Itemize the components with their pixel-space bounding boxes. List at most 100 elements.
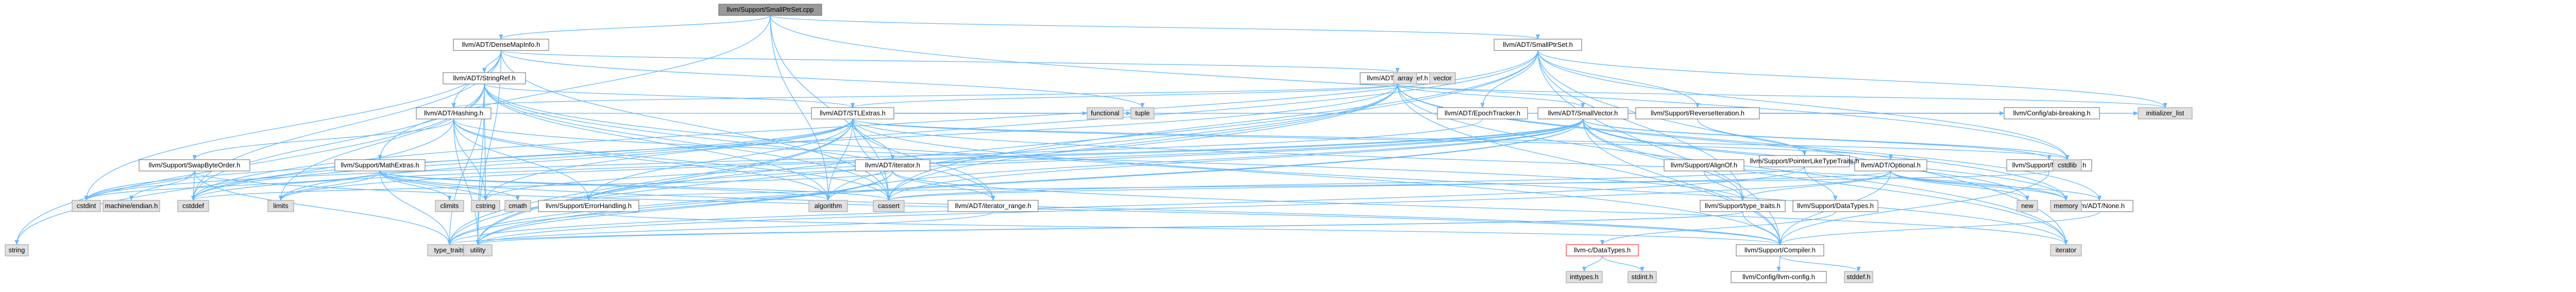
edge-root-to-densemap bbox=[499, 15, 771, 40]
node-label: llvm/Support/ReverseIteration.h bbox=[1651, 109, 1744, 117]
node-llvmconfig[interactable]: llvm/Config/llvm-config.h bbox=[1731, 271, 1827, 283]
node-errhandling[interactable]: llvm/Support/ErrorHandling.h bbox=[538, 200, 639, 212]
node-smallvector[interactable]: llvm/ADT/SmallVector.h bbox=[1537, 107, 1629, 119]
edge-smallptrset-to-cstdlib bbox=[1537, 50, 2070, 160]
node-smallptrset[interactable]: llvm/ADT/SmallPtrSet.h bbox=[1494, 39, 1582, 51]
edge-epoch-to-cstdint bbox=[84, 118, 1483, 201]
node-stdint: stdint.h bbox=[1628, 271, 1657, 283]
node-mathextras[interactable]: llvm/Support/MathExtras.h bbox=[334, 159, 426, 171]
node-box bbox=[1792, 200, 1878, 212]
edge-hashing-to-utility bbox=[453, 118, 480, 245]
edge-arrayref-to-memory bbox=[1397, 83, 2068, 201]
node-initlist: initializer_list bbox=[2138, 107, 2193, 119]
edge-smallvector-to-typetraits bbox=[1582, 118, 1745, 201]
edge-root-to-cstdlib bbox=[770, 15, 2070, 160]
node-box bbox=[855, 159, 930, 171]
node-machendian: machine/endian.h bbox=[103, 200, 160, 212]
node-box bbox=[2050, 200, 2082, 212]
node-label: iterator bbox=[2056, 246, 2077, 254]
node-box bbox=[1628, 271, 1657, 283]
node-cassert: cassert bbox=[873, 200, 905, 212]
node-datatypes[interactable]: llvm/Support/DataTypes.h bbox=[1792, 200, 1878, 212]
node-abibreaking[interactable]: llvm/Config/abi-breaking.h bbox=[2004, 107, 2100, 119]
node-box bbox=[1844, 271, 1873, 283]
node-vector: vector bbox=[1429, 72, 1456, 84]
node-label: vector bbox=[1433, 74, 1452, 82]
edge-memalloc-to-compiler bbox=[1778, 170, 2050, 245]
node-ptrlike[interactable]: llvm/Support/PointerLikeTypeTraits.h bbox=[1750, 155, 1859, 167]
node-box bbox=[177, 200, 209, 212]
node-root[interactable]: llvm/Support/SmallPtrSet.cpp bbox=[718, 4, 822, 16]
edge-alignof-to-typetraits bbox=[1703, 170, 1745, 201]
node-label: llvm/Config/abi-breaking.h bbox=[2013, 109, 2090, 117]
node-cstring: cstring bbox=[471, 200, 500, 212]
edge-typetraits-to-utility bbox=[476, 211, 1743, 245]
edge-stlextras-to-algorithm bbox=[826, 118, 853, 201]
node-new: new bbox=[2016, 200, 2038, 212]
node-array: array bbox=[1393, 72, 1417, 84]
node-none[interactable]: llvm/ADT/None.h bbox=[2065, 200, 2133, 212]
edge-typetraits-to-compiler bbox=[1742, 211, 1782, 245]
node-memory: memory bbox=[2050, 200, 2082, 212]
node-reverseiter[interactable]: llvm/Support/ReverseIteration.h bbox=[1635, 107, 1760, 119]
node-string: string bbox=[5, 244, 29, 256]
node-label: llvm/Config/llvm-config.h bbox=[1742, 273, 1815, 281]
edge-smallptrset-to-epoch bbox=[1480, 50, 1538, 108]
node-label: cstdint bbox=[77, 202, 96, 210]
node-stlextras[interactable]: llvm/ADT/STLExtras.h bbox=[811, 107, 894, 119]
node-box bbox=[1429, 72, 1456, 84]
node-box bbox=[2004, 107, 2100, 119]
edge-stlextras-to-type_traits bbox=[447, 118, 853, 245]
node-inttypes: inttypes.h bbox=[1566, 271, 1603, 283]
node-iterrange[interactable]: llvm/ADT/iterator_range.h bbox=[947, 200, 1039, 212]
edge-swapbyte-to-cstdint bbox=[84, 170, 195, 201]
node-label: llvm/Support/DataTypes.h bbox=[1797, 202, 1874, 210]
node-label: memory bbox=[2054, 202, 2078, 210]
node-label: inttypes.h bbox=[1570, 273, 1599, 281]
node-label: functional bbox=[1091, 109, 1120, 117]
edge-optional-to-new bbox=[1890, 170, 2029, 201]
node-densemap[interactable]: llvm/ADT/DenseMapInfo.h bbox=[453, 39, 549, 51]
node-iterator[interactable]: llvm/ADT/iterator.h bbox=[855, 159, 930, 171]
node-box bbox=[1087, 107, 1124, 119]
edge-arrayref-to-stlextras bbox=[851, 83, 1398, 108]
node-box bbox=[1566, 271, 1603, 283]
edge-arrayref-to-cassert bbox=[887, 83, 1398, 201]
edge-arrayref-to-smallvector bbox=[1397, 83, 1585, 108]
node-label: llvm/Support/PointerLikeTypeTraits.h bbox=[1750, 157, 1859, 165]
node-box bbox=[504, 200, 531, 212]
node-cstdint: cstdint bbox=[72, 200, 101, 212]
node-box bbox=[1130, 107, 1155, 119]
node-label: llvm/ADT/EpochTracker.h bbox=[1445, 109, 1520, 117]
node-iterator-std: iterator bbox=[2050, 244, 2082, 256]
edge-ptrlike-to-cassert bbox=[887, 166, 1805, 201]
edge-smallptrset-to-initlist bbox=[1537, 50, 2167, 108]
edge-stringref-to-limits bbox=[279, 83, 485, 201]
node-alignof[interactable]: llvm/Support/AlignOf.h bbox=[1664, 159, 1744, 171]
node-label: llvm/Support/type_traits.h bbox=[1705, 202, 1781, 210]
edge-mathextras-to-cassert bbox=[379, 170, 891, 201]
node-label: limits bbox=[273, 202, 289, 210]
node-box bbox=[1854, 159, 1927, 171]
edge-root-to-smallptrset bbox=[770, 15, 1540, 40]
node-box bbox=[2016, 200, 2038, 212]
node-utility: utility bbox=[463, 244, 493, 256]
edge-stlextras-to-iterator bbox=[852, 118, 895, 160]
node-swapbyte[interactable]: llvm/Support/SwapByteOrder.h bbox=[139, 159, 250, 171]
edge-mathextras-to-compiler bbox=[379, 170, 1782, 245]
edge-smallvector-to-memalloc bbox=[1582, 118, 2052, 160]
node-cdatatypes[interactable]: llvm-c/DataTypes.h bbox=[1566, 244, 1639, 256]
node-compiler[interactable]: llvm/Support/Compiler.h bbox=[1736, 244, 1824, 256]
node-optional[interactable]: llvm/ADT/Optional.h bbox=[1854, 159, 1927, 171]
node-box bbox=[1731, 271, 1827, 283]
node-label: stddef.h bbox=[1846, 273, 1870, 281]
node-stringref[interactable]: llvm/ADT/StringRef.h bbox=[443, 72, 526, 84]
node-label: tuple bbox=[1135, 109, 1149, 117]
node-box bbox=[811, 107, 894, 119]
edge-arrayref-to-hashing bbox=[452, 83, 1398, 108]
node-typetraits[interactable]: llvm/Support/type_traits.h bbox=[1700, 200, 1786, 212]
node-box bbox=[416, 107, 492, 119]
node-epoch[interactable]: llvm/ADT/EpochTracker.h bbox=[1437, 107, 1528, 119]
node-hashing[interactable]: llvm/ADT/Hashing.h bbox=[416, 107, 492, 119]
